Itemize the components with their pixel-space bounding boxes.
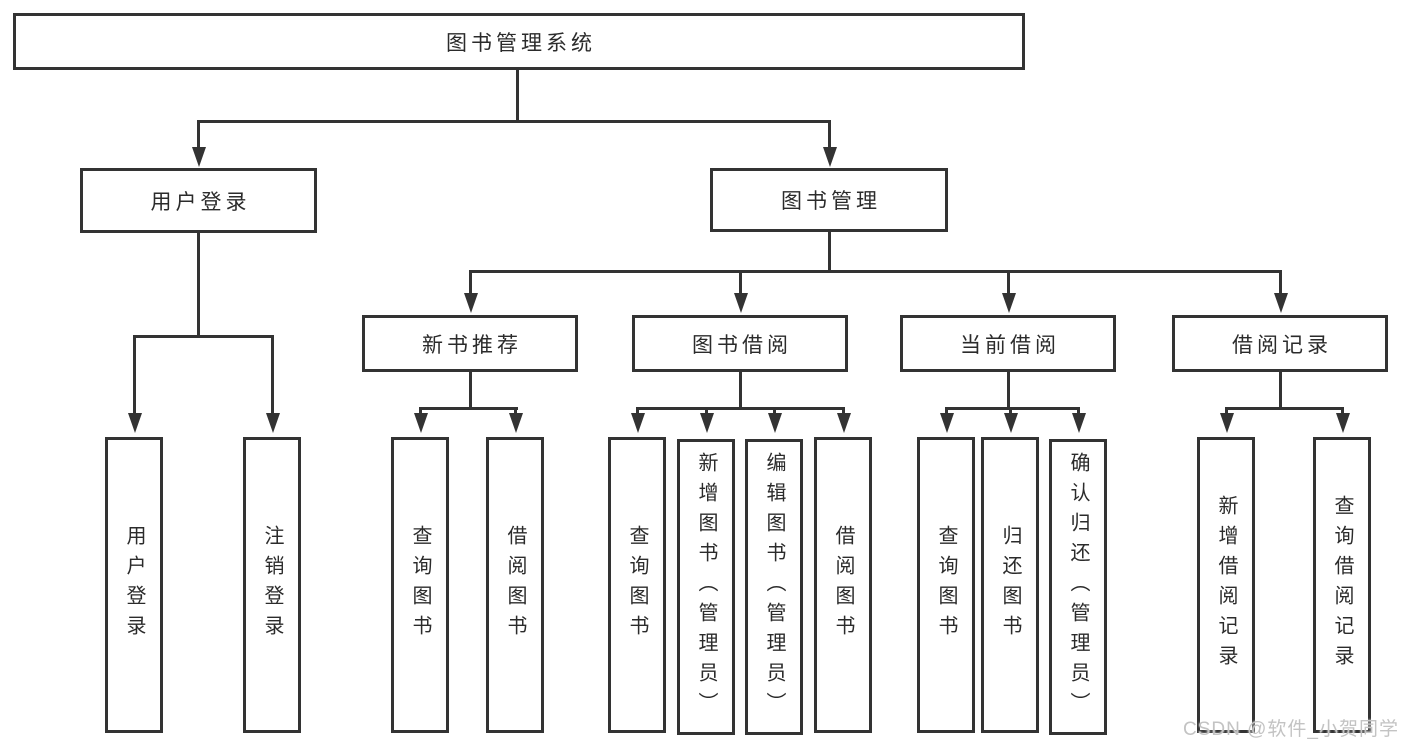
node-book-management: 图书管理 (710, 168, 948, 232)
leaf-return-books: 归还图书 (981, 437, 1039, 733)
leaf-query-books-borrow: 查询图书 (608, 437, 666, 733)
connector-drop-borrow-records (1279, 270, 1282, 295)
connector-drop-new-book (469, 270, 472, 295)
arrowhead-borrow-records (1274, 293, 1288, 313)
connector-root-stem (516, 70, 519, 120)
connector-level2-rail (197, 120, 831, 123)
arrowhead-leaf-login (128, 413, 142, 433)
arrowhead (768, 413, 782, 433)
arrowhead (700, 413, 714, 433)
connector-drop-current-borrow (1007, 270, 1010, 295)
connector-drop (773, 407, 776, 415)
arrowhead (837, 413, 851, 433)
connector-user-login-rail (133, 335, 274, 338)
arrowhead-user-login (192, 147, 206, 167)
node-book-borrow: 图书借阅 (632, 315, 848, 372)
arrowhead (1004, 413, 1018, 433)
leaf-borrow-books-borrow: 借阅图书 (814, 437, 872, 733)
node-borrow-records: 借阅记录 (1172, 315, 1388, 372)
leaf-borrow-books-newrec: 借阅图书 (486, 437, 544, 733)
leaf-user-login: 用户登录 (105, 437, 163, 733)
arrowhead (940, 413, 954, 433)
connector-current-borrow-stem (1007, 372, 1010, 407)
leaf-add-book-admin: 新增图书（管理员） (677, 439, 735, 735)
connector-new-book-stem (469, 372, 472, 407)
connector-drop-user-login (197, 120, 200, 150)
node-user-login: 用户登录 (80, 168, 317, 233)
csdn-watermark: CSDN @软件_小贺同学 (1183, 719, 1399, 740)
arrowhead (1072, 413, 1086, 433)
connector-new-book-rail (419, 407, 518, 410)
connector-book-management-stem (828, 232, 831, 270)
arrowhead (509, 413, 523, 433)
leaf-confirm-return-admin: 确认归还（管理员） (1049, 439, 1107, 735)
arrowhead (1336, 413, 1350, 433)
leaf-query-books-newrec: 查询图书 (391, 437, 449, 733)
connector-current-borrow-rail (945, 407, 1079, 410)
connector-drop (1225, 407, 1228, 415)
root-node-library-management-system: 图书管理系统 (13, 13, 1025, 70)
connector-drop (1009, 407, 1012, 415)
connector-drop (636, 407, 639, 415)
connector-drop-leaf-login (133, 335, 136, 415)
leaf-edit-book-admin: 编辑图书（管理员） (745, 439, 803, 735)
arrowhead (414, 413, 428, 433)
leaf-add-borrow-record: 新增借阅记录 (1197, 437, 1255, 733)
connector-drop-book-borrow (739, 270, 742, 295)
node-new-book-recommend: 新书推荐 (362, 315, 578, 372)
connector-user-login-stem (197, 233, 200, 335)
arrowhead-book-management (823, 147, 837, 167)
arrowhead (1220, 413, 1234, 433)
arrowhead (631, 413, 645, 433)
connector-drop (514, 407, 517, 415)
connector-drop-leaf-logout (271, 335, 274, 415)
connector-book-borrow-rail (636, 407, 845, 410)
arrowhead-leaf-logout (266, 413, 280, 433)
connector-borrow-records-rail (1225, 407, 1343, 410)
connector-drop (1077, 407, 1080, 415)
leaf-query-books-current: 查询图书 (917, 437, 975, 733)
connector-book-borrow-stem (739, 372, 742, 407)
connector-drop (705, 407, 708, 415)
arrowhead-book-borrow (734, 293, 748, 313)
connector-drop-book-management (828, 120, 831, 150)
connector-borrow-records-stem (1279, 372, 1282, 407)
connector-drop (419, 407, 422, 415)
node-current-borrow: 当前借阅 (900, 315, 1116, 372)
leaf-query-borrow-record: 查询借阅记录 (1313, 437, 1371, 733)
connector-drop (842, 407, 845, 415)
connector-drop (945, 407, 948, 415)
leaf-logout: 注销登录 (243, 437, 301, 733)
arrowhead-new-book (464, 293, 478, 313)
connector-drop (1341, 407, 1344, 415)
arrowhead-current-borrow (1002, 293, 1016, 313)
connector-level3-rail (469, 270, 1281, 273)
